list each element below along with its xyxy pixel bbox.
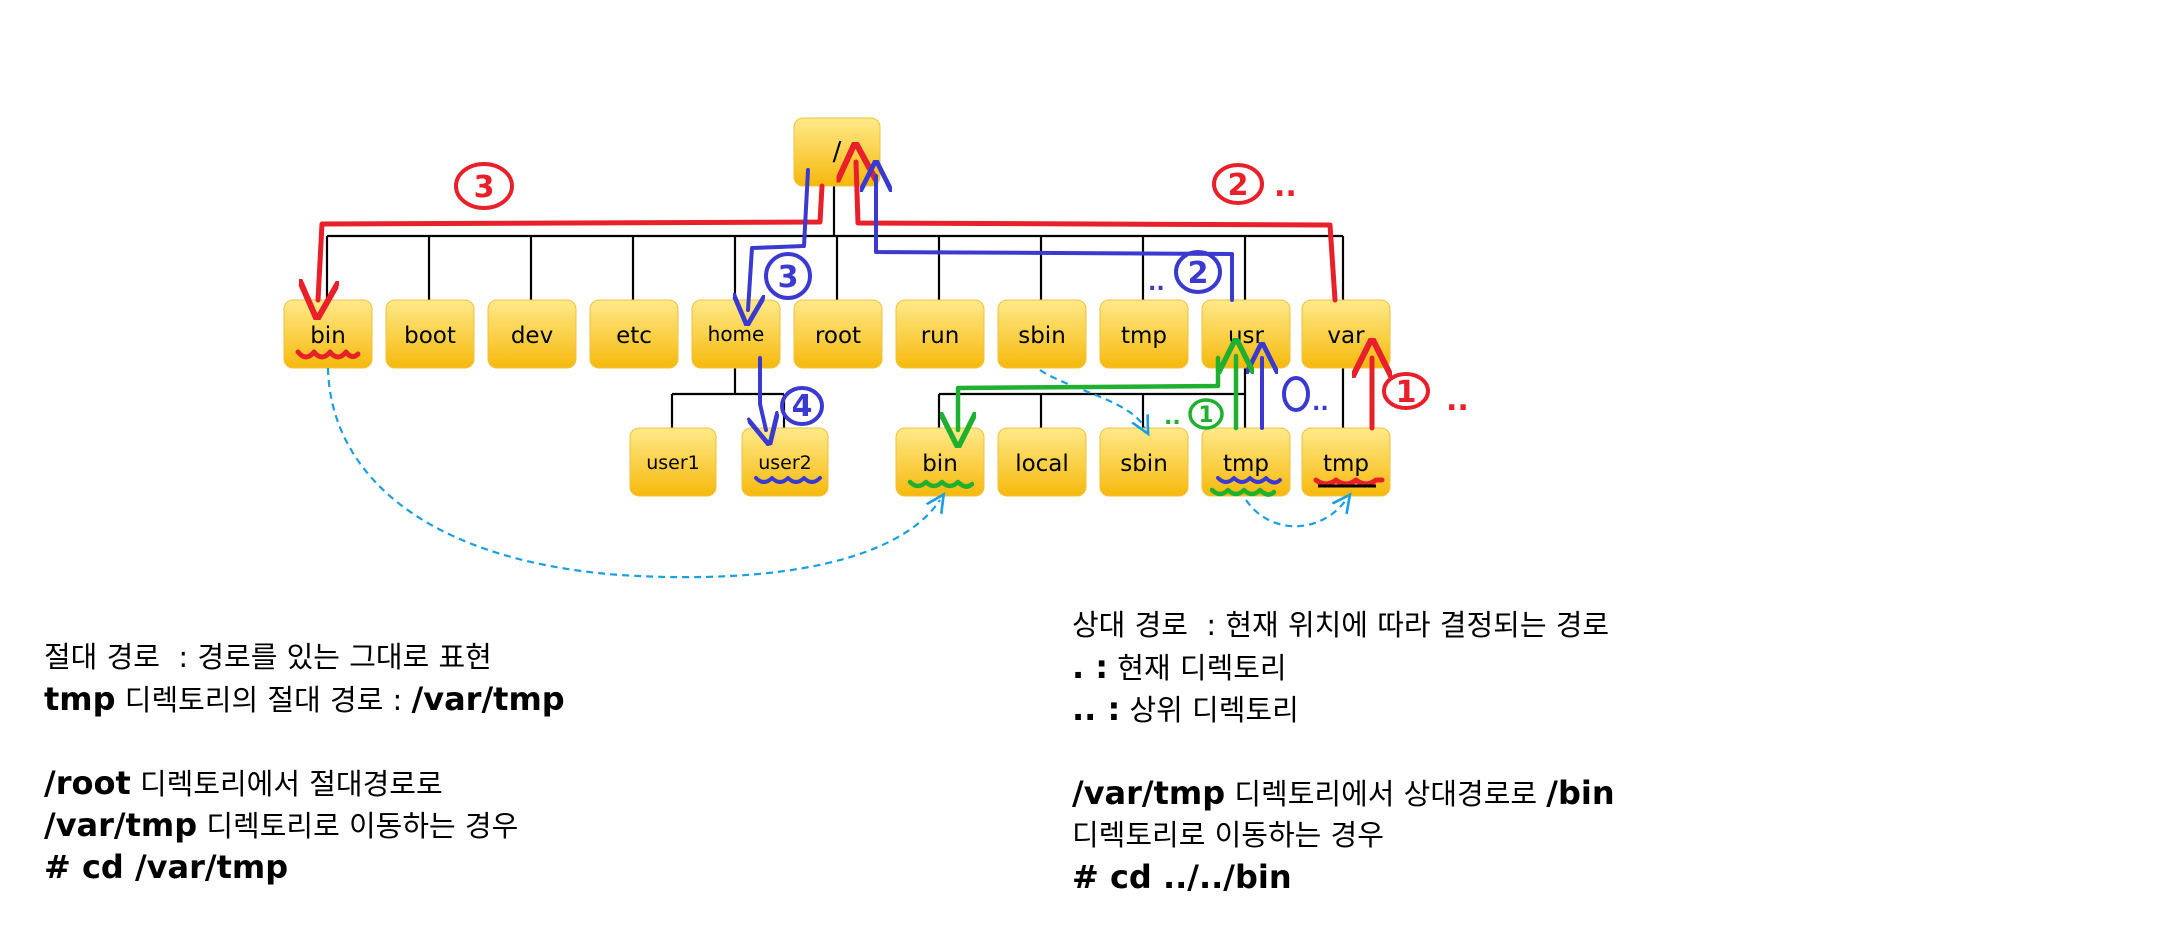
blue-arrow-usr-to-root	[876, 176, 1234, 302]
blue-num-3: 3	[778, 260, 799, 295]
svg-text:var: var	[1327, 323, 1365, 349]
red-num-3: 3	[474, 170, 495, 205]
node-run: run	[895, 299, 985, 369]
red-circle-1	[1382, 372, 1430, 410]
svg-text:user2: user2	[758, 452, 812, 474]
green-circle-1	[1188, 398, 1224, 430]
blue-circle-4	[780, 386, 824, 426]
blue-arrow-home-to-user2	[760, 356, 766, 430]
red-dots-2: ..	[1274, 169, 1297, 204]
red-arrow-root-to-bin	[318, 183, 825, 300]
root-dir-line: /root 디렉토리에서 절대경로로	[44, 764, 443, 802]
svg-text:user1: user1	[646, 452, 700, 474]
absolute-path-explanation: 절대 경로 : 경로를 있는 그대로 표현 tmp 디렉토리의 절대 경로 : …	[44, 636, 565, 888]
tree-lines	[325, 182, 1345, 428]
cyan-bin-link	[326, 367, 940, 579]
red-underline-bin	[295, 349, 361, 360]
var-tmp-line: /var/tmp 디렉토리로 이동하는 경우	[44, 806, 519, 844]
node-root-dir: root	[793, 299, 883, 369]
svg-text:sbin: sbin	[1018, 323, 1066, 349]
blue-underline-user2	[754, 476, 822, 484]
svg-text:local: local	[1015, 451, 1069, 477]
green-relative-path: 1 ..	[907, 355, 1277, 497]
green-underline-usr-bin	[907, 479, 975, 489]
blue-underline-usr-tmp	[1216, 476, 1282, 485]
node-usr-tmp: tmp	[1201, 427, 1291, 497]
red-circle-2	[1212, 163, 1264, 205]
absolute-path-definition: 절대 경로 : 경로를 있는 그대로 표현	[44, 640, 492, 674]
blue-relative-path: 3 2 .. 4 ..	[748, 168, 1329, 485]
node-etc: etc	[589, 299, 679, 369]
node-tmp: tmp	[1099, 299, 1189, 369]
level1-nodes: bin boot dev etc home root run sbin tmp …	[283, 299, 1391, 369]
cyan-sbin-link	[1039, 369, 1145, 428]
blue-num-4: 4	[792, 389, 813, 424]
relative-path-definition: 상대 경로 : 현재 위치에 따라 결정되는 경로	[1072, 608, 1610, 642]
node-dev: dev	[487, 299, 577, 369]
var-tmp-to-bin-line: /var/tmp 디렉토리에서 상대경로로 /bin	[1072, 774, 1615, 812]
level2-nodes: user1 user2 bin local sbin tmp tmp	[629, 427, 1391, 497]
red-num-2: 2	[1228, 168, 1249, 203]
cyan-tmp-link	[1245, 500, 1346, 528]
red-underline-var-tmp	[1313, 477, 1385, 487]
red-absolute-path: 3 2 .. 1 ..	[295, 162, 1469, 488]
node-usr-local: local	[997, 427, 1087, 497]
blue-num-2: 2	[1188, 256, 1209, 291]
node-sbin: sbin	[997, 299, 1087, 369]
blue-circle-3	[764, 252, 812, 300]
svg-text:home: home	[708, 322, 765, 346]
node-usr: usr	[1201, 299, 1291, 369]
blue-dots-0: ..	[1312, 391, 1329, 416]
node-bin: bin	[283, 299, 373, 369]
current-dir-line: . : 현재 디렉토리	[1072, 648, 1287, 686]
node-user2: user2	[741, 427, 829, 497]
node-user1: user1	[629, 427, 717, 497]
svg-text:dev: dev	[511, 323, 553, 349]
svg-text:boot: boot	[404, 323, 456, 349]
node-var: var	[1301, 299, 1391, 369]
node-var-tmp: tmp	[1301, 427, 1391, 497]
green-num-1: 1	[1198, 403, 1213, 428]
relative-path-explanation: 상대 경로 : 현재 위치에 따라 결정되는 경로 . : 현재 디렉토리 ..…	[1072, 604, 1615, 898]
blue-dots-2: ..	[1148, 271, 1165, 296]
cd-absolute-command: # cd /var/tmp	[44, 848, 289, 886]
svg-text:bin: bin	[922, 451, 958, 477]
tmp-absolute-path-line: tmp 디렉토리의 절대 경로 : /var/tmp	[44, 680, 565, 718]
green-dots-1: ..	[1164, 405, 1181, 430]
svg-text:tmp: tmp	[1323, 451, 1369, 477]
svg-text:usr: usr	[1228, 323, 1265, 349]
cd-relative-command: # cd ../../bin	[1072, 858, 1292, 896]
svg-text:tmp: tmp	[1223, 451, 1269, 477]
green-underline-usr-tmp	[1209, 487, 1277, 497]
svg-text:root: root	[815, 323, 861, 349]
green-arrow-usr-to-bin	[958, 355, 1221, 430]
red-arrow-var-to-root	[856, 162, 1338, 303]
blue-arrow-root-to-home	[748, 168, 810, 310]
red-circle-3	[454, 162, 514, 210]
svg-text:bin: bin	[310, 323, 346, 349]
node-usr-sbin: sbin	[1099, 427, 1189, 497]
svg-text:tmp: tmp	[1121, 323, 1167, 349]
cyan-dashed-links	[326, 367, 1346, 579]
red-num-1: 1	[1396, 375, 1417, 410]
svg-text:sbin: sbin	[1120, 451, 1168, 477]
parent-dir-line: .. : 상위 디렉토리	[1072, 690, 1299, 728]
node-boot: boot	[385, 299, 475, 369]
svg-text:run: run	[921, 323, 960, 349]
blue-circle-2	[1174, 250, 1222, 294]
red-dots-1: ..	[1446, 383, 1469, 418]
svg-text:etc: etc	[616, 323, 652, 349]
node-label: /	[833, 137, 842, 167]
move-dir-line: 디렉토리로 이동하는 경우	[1072, 818, 1384, 852]
node-home: home	[691, 299, 781, 369]
blue-circle-0	[1282, 376, 1310, 412]
